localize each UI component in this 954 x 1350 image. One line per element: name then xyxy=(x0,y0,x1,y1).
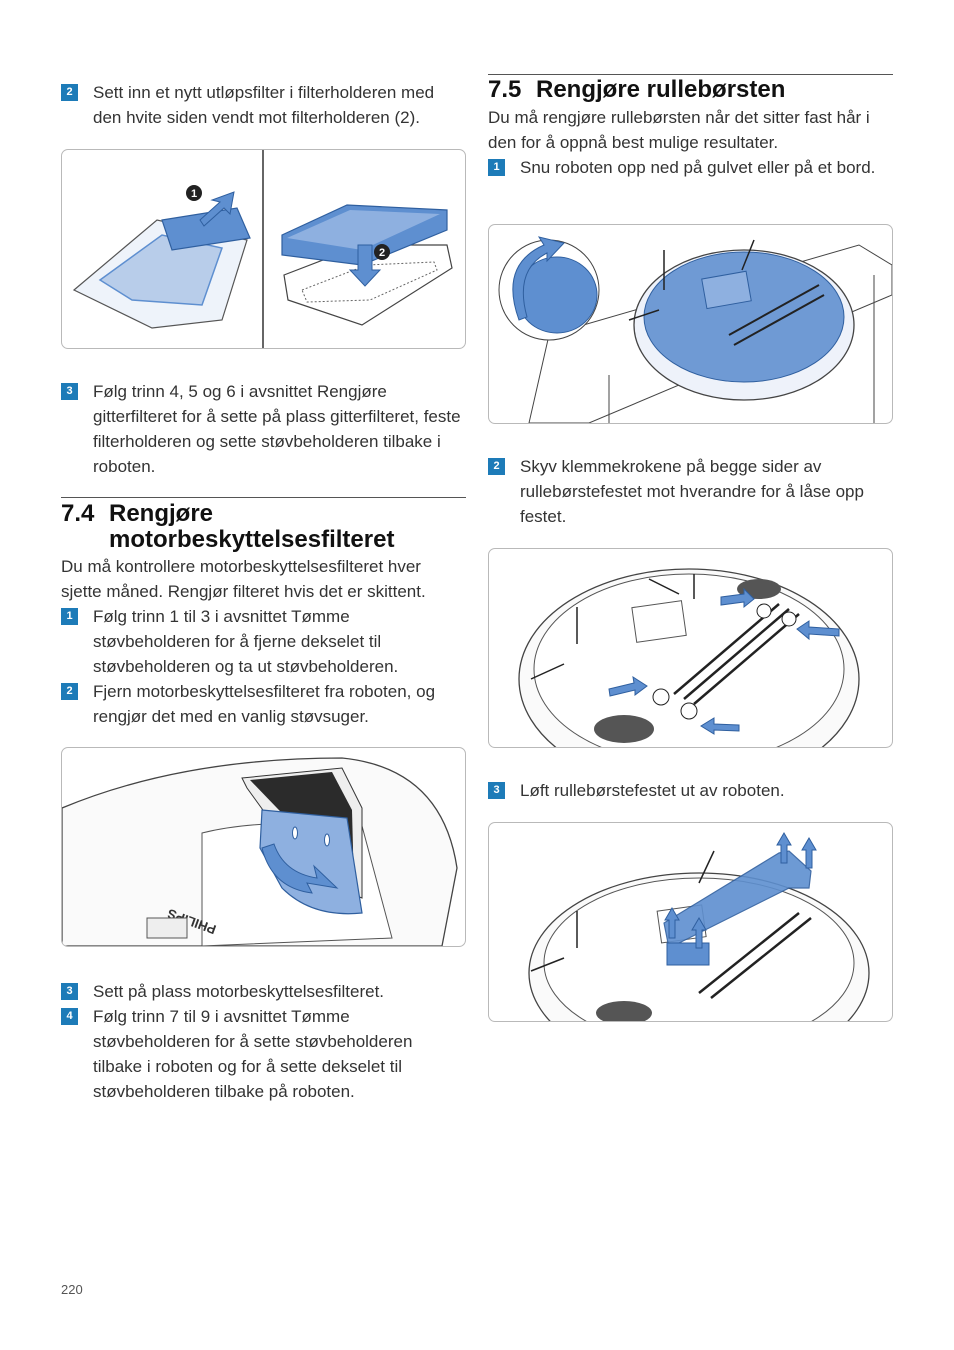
step-text: Sett på plass motorbeskyttelsesfilteret. xyxy=(93,982,385,1001)
step-number-badge: 1 xyxy=(488,159,505,176)
section-title-line1: Rengjøre xyxy=(109,500,214,527)
step-text: Snu roboten opp ned på gulvet eller på e… xyxy=(520,158,876,177)
step-text: Skyv klemmekrokene på begge sider av rul… xyxy=(520,457,864,526)
step-number-badge: 2 xyxy=(61,84,78,101)
section-divider xyxy=(488,74,893,75)
step-text: Følg trinn 1 til 3 i avsnittet Tømme stø… xyxy=(93,607,399,676)
page-number: 220 xyxy=(61,1282,83,1297)
step-number-badge: 3 xyxy=(488,782,505,799)
step-number-badge: 2 xyxy=(61,683,78,700)
step-number-badge: 1 xyxy=(61,608,78,625)
callout-2: 2 xyxy=(379,247,385,259)
step-number-badge: 2 xyxy=(488,458,505,475)
unlock-clips-illustration xyxy=(488,548,893,748)
step-item: 3 Løft rullebørstefestet ut av roboten. xyxy=(488,778,893,803)
step-number-badge: 3 xyxy=(61,983,78,1000)
section-title: 7.5 Rengjøre rullebørsten xyxy=(488,77,893,103)
robot-flip-illustration xyxy=(488,224,893,424)
section-number: 7.4 xyxy=(61,500,95,527)
step-item: 1 Følg trinn 1 til 3 i avsnittet Tømme s… xyxy=(61,604,466,679)
step-number-badge: 4 xyxy=(61,1008,78,1025)
step-text: Følg trinn 4, 5 og 6 i avsnittet Rengjør… xyxy=(93,382,461,476)
step-number-badge: 3 xyxy=(61,383,78,400)
step-item: 1 Snu roboten opp ned på gulvet eller på… xyxy=(488,155,893,180)
filter-insert-illustration: 1 2 xyxy=(61,149,466,349)
step-item: 2 Sett inn et nytt utløpsfilter i filter… xyxy=(61,80,466,130)
callout-1: 1 xyxy=(191,188,197,200)
section-title-line2: motorbeskyttelsesfilteret xyxy=(109,526,395,553)
step-text: Fjern motorbeskyttelsesfilteret fra robo… xyxy=(93,682,436,726)
step-item: 2 Fjern motorbeskyttelsesfilteret fra ro… xyxy=(61,679,466,729)
section-number: 7.5 xyxy=(488,76,522,103)
section-intro: Du må kontrollere motorbeskyttelsesfilte… xyxy=(61,557,426,601)
step-text: Sett inn et nytt utløpsfilter i filterho… xyxy=(93,83,435,127)
motor-filter-illustration: PHILIPS xyxy=(61,747,466,947)
section-title: 7.4 Rengjøre motorbeskyttelsesfilteret xyxy=(61,501,466,553)
step-text: Følg trinn 7 til 9 i avsnittet Tømme stø… xyxy=(93,1007,413,1101)
lift-brush-illustration xyxy=(488,822,893,1022)
section-divider xyxy=(61,497,466,498)
section-title-text: Rengjøre rullebørsten xyxy=(536,76,786,103)
step-item: 3 Sett på plass motorbeskyttelsesfiltere… xyxy=(61,979,466,1004)
step-item: 3 Følg trinn 4, 5 og 6 i avsnittet Rengj… xyxy=(61,379,466,479)
step-item: 4 Følg trinn 7 til 9 i avsnittet Tømme s… xyxy=(61,1004,466,1104)
step-text: Løft rullebørstefestet ut av roboten. xyxy=(520,781,785,800)
section-intro: Du må rengjøre rullebørsten når det sitt… xyxy=(488,108,870,152)
step-item: 2 Skyv klemmekrokene på begge sider av r… xyxy=(488,454,893,529)
